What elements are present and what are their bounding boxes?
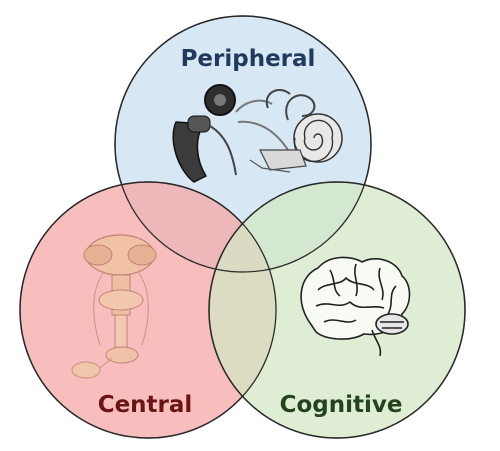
label-central: Central [98,392,193,418]
cochlear-implant-ear-icon [172,84,343,183]
brain-icon [300,256,411,357]
label-peripheral: Peripheral [181,46,316,72]
auditory-pathway-icon [71,234,157,379]
label-cognitive: Cognitive [280,392,403,418]
